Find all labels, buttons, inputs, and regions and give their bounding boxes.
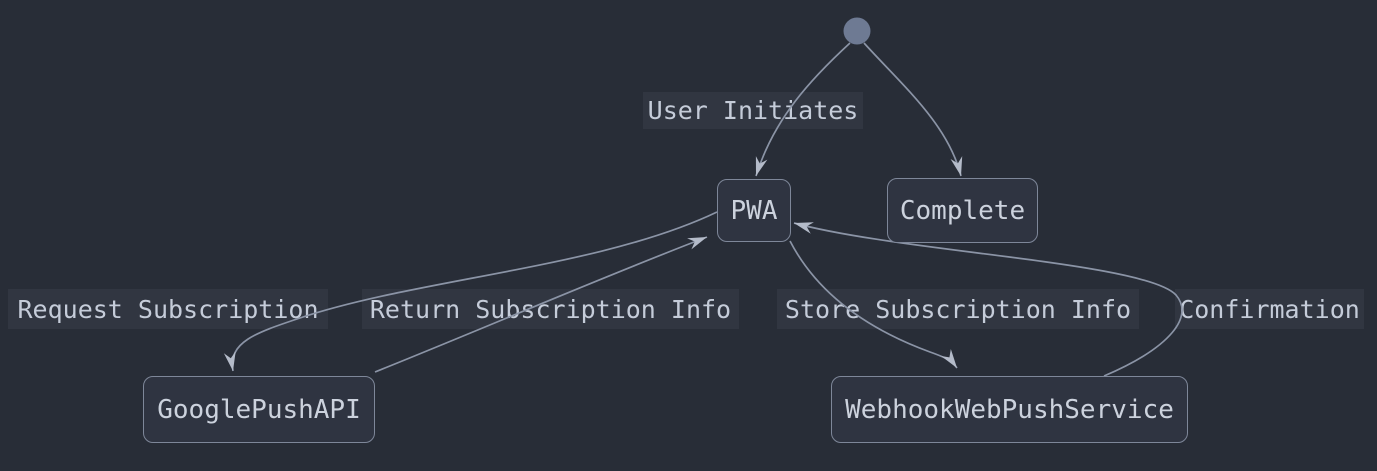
edge-label-confirmation: Confirmation [1175, 289, 1364, 329]
node-googlepushapi-label: GooglePushAPI [157, 394, 361, 425]
edge-label-user-initiates: User Initiates [643, 92, 863, 129]
node-pwa: PWA [717, 179, 791, 242]
node-pwa-label: PWA [730, 195, 778, 226]
edge-label-return-subscription-info: Return Subscription Info [362, 289, 739, 329]
node-complete: Complete [887, 178, 1038, 243]
start-state-icon [843, 17, 871, 45]
edge-start-to-complete [863, 42, 963, 177]
edge-label-request-subscription: Request Subscription [8, 289, 328, 329]
node-webhookwebpushservice: WebhookWebPushService [831, 376, 1188, 443]
node-webhookwebpushservice-label: WebhookWebPushService [845, 394, 1174, 425]
node-googlepushapi: GooglePushAPI [143, 376, 375, 443]
node-complete-label: Complete [899, 195, 1026, 226]
edge-label-store-subscription-info: Store Subscription Info [777, 289, 1139, 329]
